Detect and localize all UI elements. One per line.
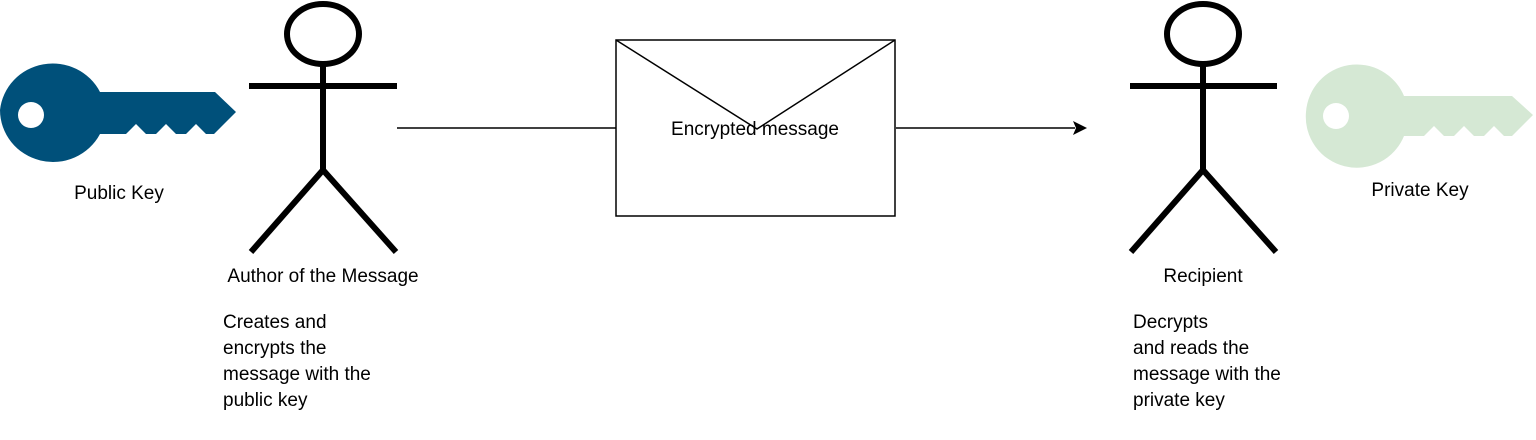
private-key-label: Private Key bbox=[1371, 180, 1469, 201]
author-label: Author of the Message bbox=[227, 266, 419, 287]
recipient-description: Decrypts and reads the message with the … bbox=[1133, 312, 1281, 411]
author-stick-figure bbox=[248, 1, 399, 254]
envelope-icon bbox=[615, 39, 896, 217]
public-key-label: Public Key bbox=[74, 183, 164, 204]
envelope-label: Encrypted message bbox=[671, 119, 839, 140]
recipient-stick-figure bbox=[1128, 1, 1279, 254]
recipient-label: Recipient bbox=[1163, 266, 1243, 287]
public-key-icon bbox=[0, 63, 236, 162]
arrow-head bbox=[1073, 121, 1087, 135]
private-key-icon bbox=[1305, 64, 1533, 168]
author-description: Creates and encrypts the message with th… bbox=[223, 312, 371, 411]
